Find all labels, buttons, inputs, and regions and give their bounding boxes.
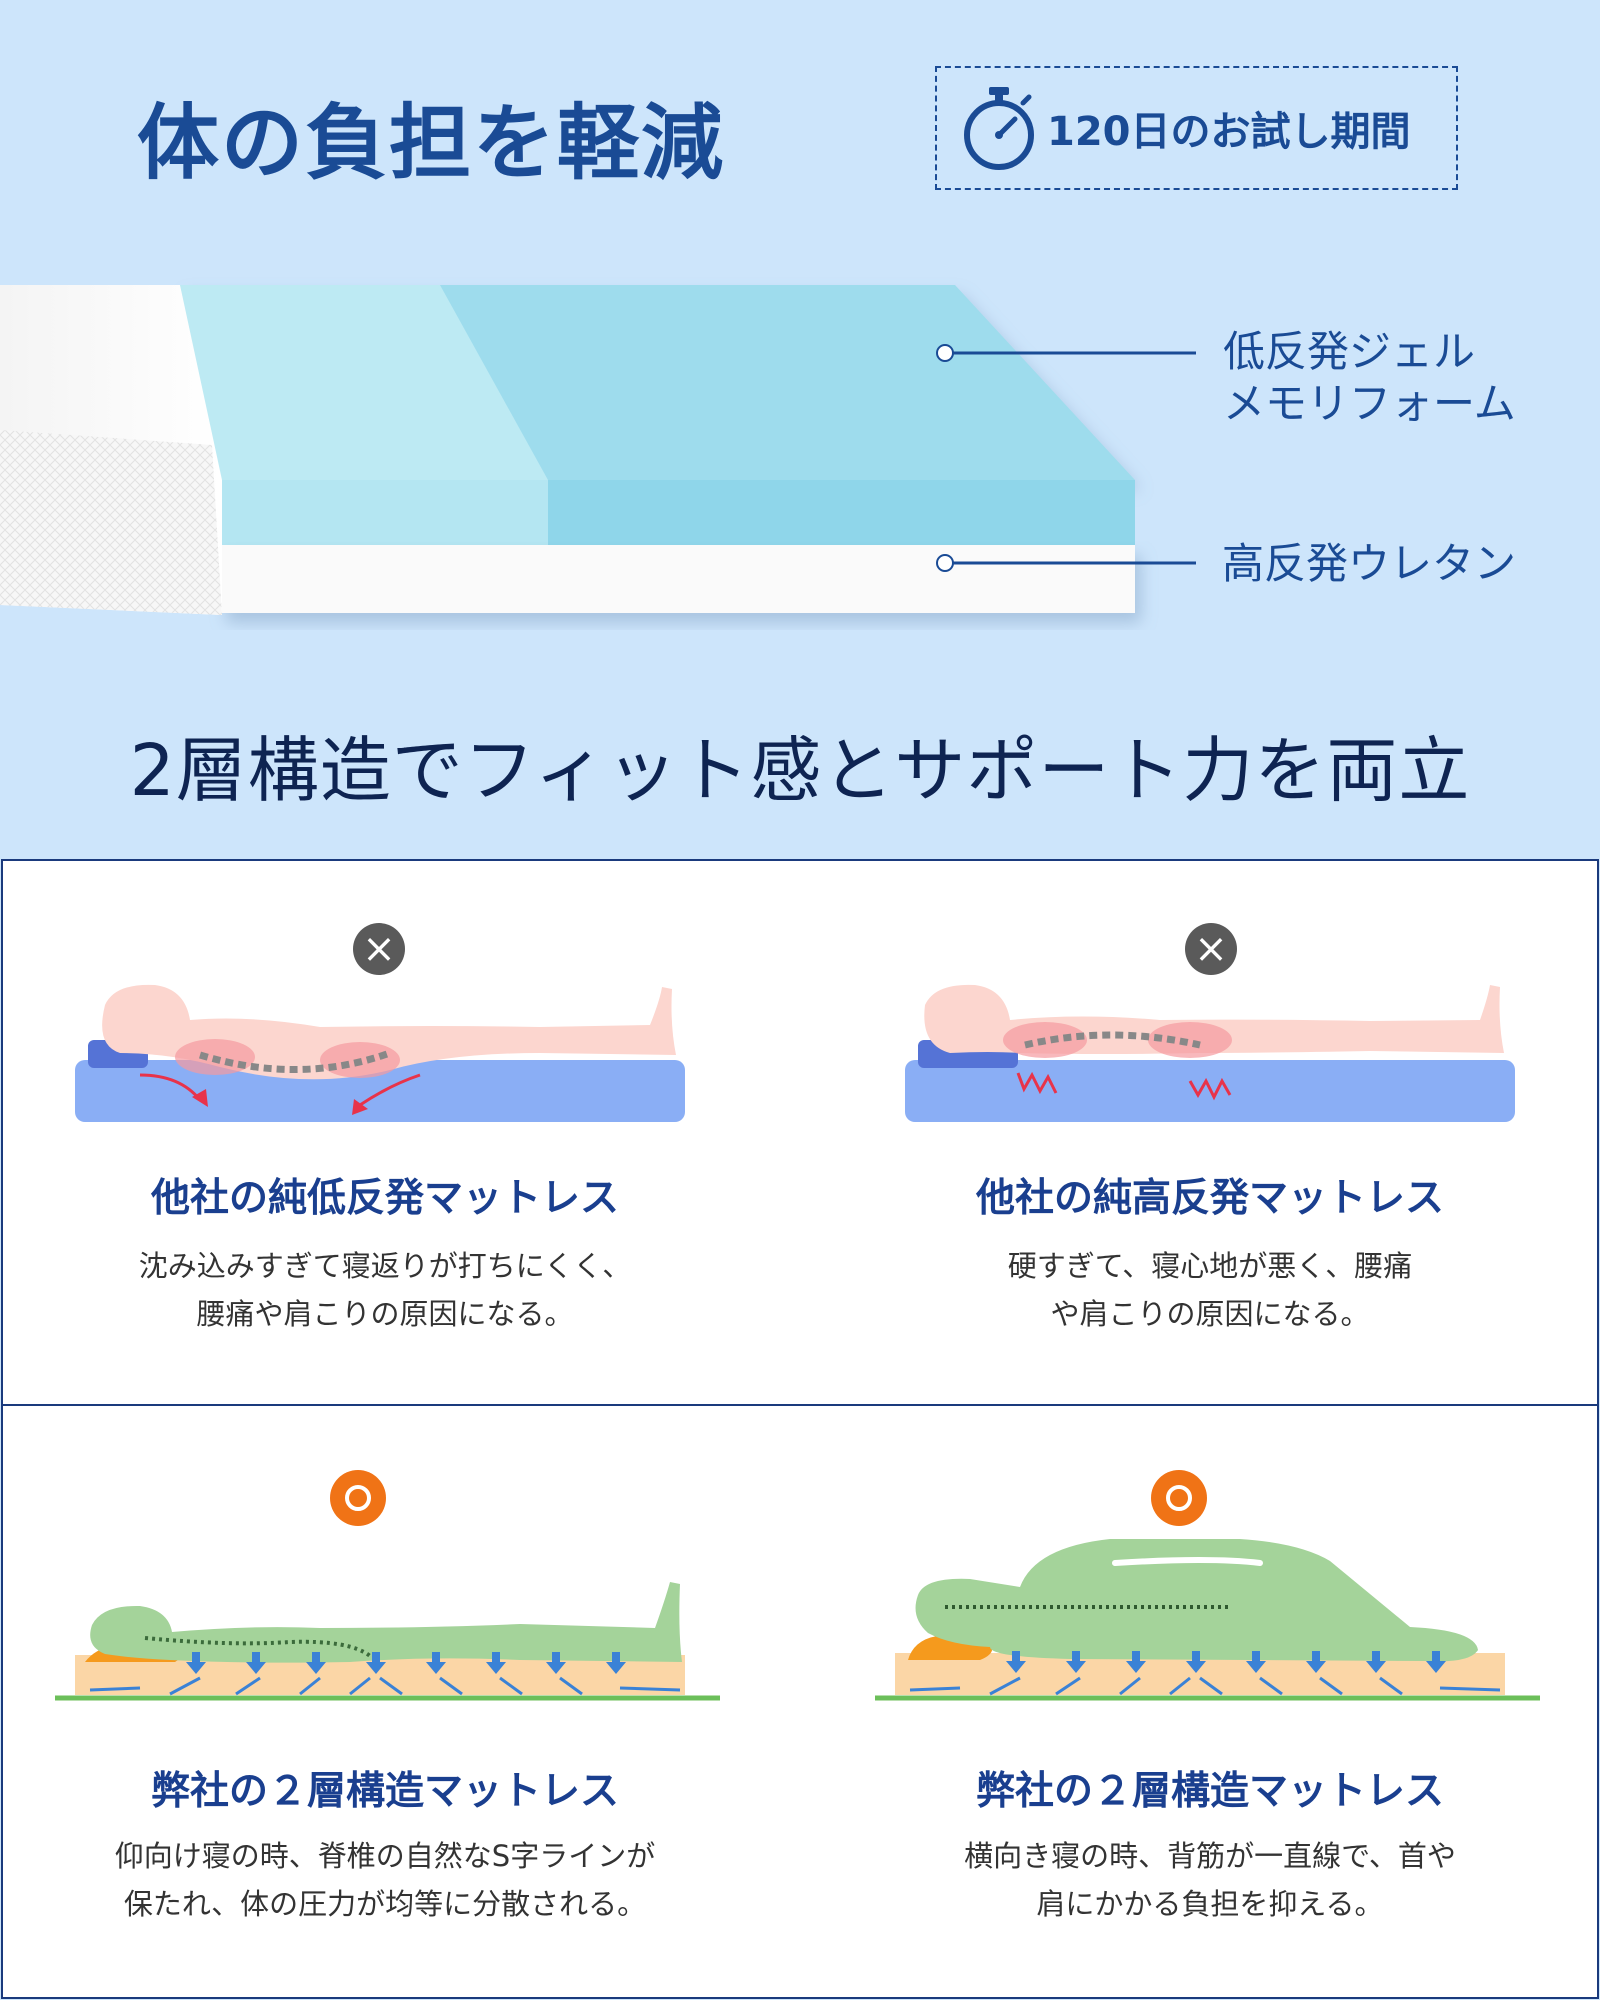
trial-period-badge: 120日のお試し期間	[935, 66, 1458, 190]
card-description: 沈み込みすぎて寝返りが打ちにくく、 腰痛や肩こりの原因になる。	[60, 1242, 710, 1338]
card-description-line: 横向き寝の時、背筋が一直線で、首や	[964, 1839, 1456, 1873]
side-sleeping-illustration	[875, 1539, 1540, 1701]
layer-top-label: 低反発ジェル メモリフォーム	[1223, 326, 1516, 430]
x-icon: ×	[1185, 923, 1237, 975]
circle-icon	[1151, 1470, 1207, 1526]
trial-period-label: 120日のお試し期間	[1047, 109, 1411, 155]
section-subtitle: 2層構造でフィット感とサポート力を両立	[129, 729, 1471, 812]
card-description: 仰向け寝の時、脊椎の自然なS字ラインが 保たれ、体の圧力が均等に分散される。	[60, 1832, 710, 1928]
page-title: 体の負担を軽減	[137, 96, 726, 191]
layer-top-label-line2: メモリフォーム	[1223, 379, 1516, 428]
stopwatch-icon	[961, 85, 1037, 171]
mattress-layers-illustration	[0, 285, 1196, 615]
layer-bottom-label: 高反発ウレタン	[1222, 539, 1517, 588]
card-description-line: や肩こりの原因になる。	[1050, 1297, 1370, 1331]
back-sleeping-illustration	[55, 1582, 720, 1701]
card-description-line: 肩にかかる負担を抑える。	[1036, 1887, 1384, 1921]
hard-mattress-illustration	[905, 984, 1515, 1122]
card-description-line: 仰向け寝の時、脊椎の自然なS字ラインが	[114, 1839, 656, 1873]
card-description: 硬すぎて、寝心地が悪く、腰痛 や肩こりの原因になる。	[885, 1242, 1535, 1338]
grid-divider	[1, 1404, 1599, 1406]
card-description-line: 腰痛や肩こりの原因になる。	[196, 1297, 574, 1331]
card-title: 他社の純低反発マットレス	[150, 1176, 619, 1221]
x-icon: ×	[353, 923, 405, 975]
circle-icon	[330, 1470, 386, 1526]
card-description-line: 沈み込みすぎて寝返りが打ちにくく、	[138, 1249, 632, 1283]
card-title: 他社の純高反発マットレス	[975, 1176, 1444, 1221]
card-description: 横向き寝の時、背筋が一直線で、首や 肩にかかる負担を抑える。	[885, 1832, 1535, 1928]
card-title: 弊社の２層構造マットレス	[150, 1769, 619, 1814]
card-description-line: 保たれ、体の圧力が均等に分散される。	[123, 1887, 647, 1921]
card-title: 弊社の２層構造マットレス	[975, 1769, 1444, 1814]
soft-mattress-illustration	[75, 984, 685, 1122]
card-description-line: 硬すぎて、寝心地が悪く、腰痛	[1007, 1249, 1413, 1283]
layer-top-label-line1: 低反発ジェル	[1223, 327, 1476, 376]
